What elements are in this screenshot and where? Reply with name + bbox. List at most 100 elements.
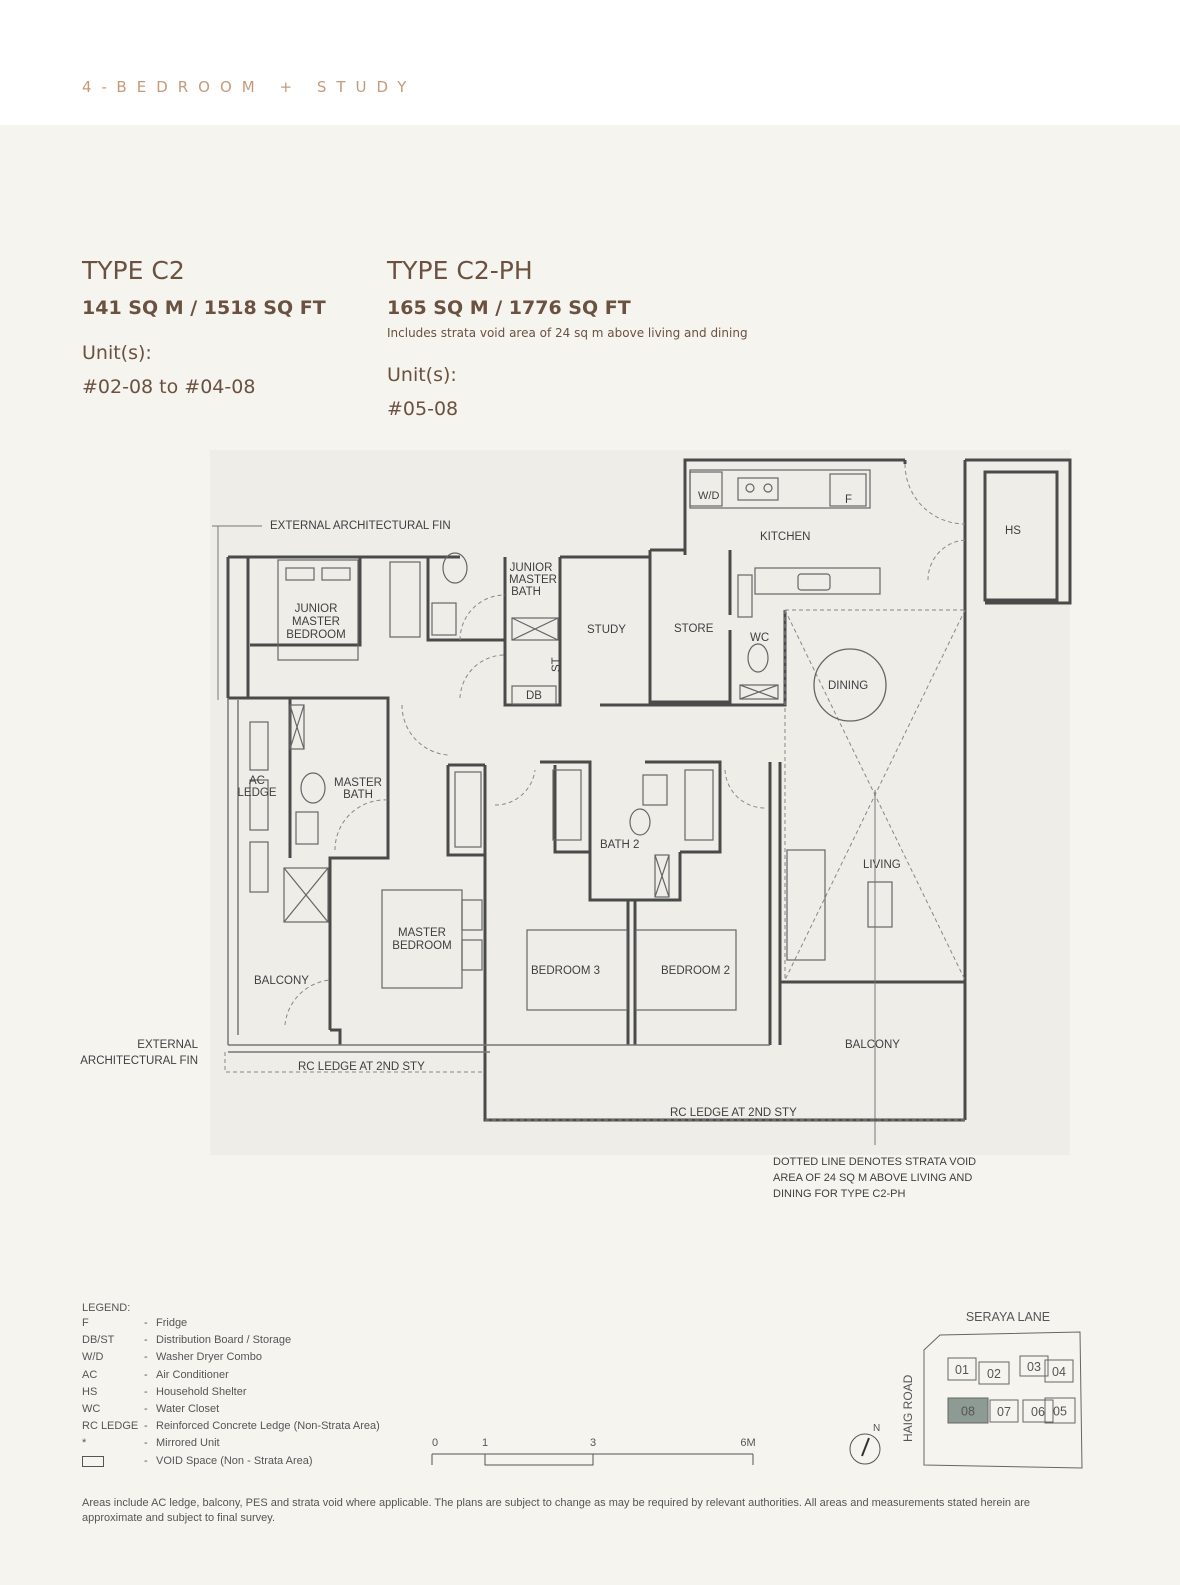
legend-dash: - xyxy=(144,1420,148,1433)
bedroom3-label: BEDROOM 3 xyxy=(531,965,600,977)
legend-key: * xyxy=(82,1437,87,1450)
legend-dash: - xyxy=(144,1402,148,1415)
study-label: STUDY xyxy=(587,624,626,636)
haig-road-label: HAIG ROAD xyxy=(901,1374,915,1442)
keyplan-unit-label: 04 xyxy=(1052,1365,1066,1379)
fin-leader-line xyxy=(212,525,262,700)
legend-dash: - xyxy=(144,1351,148,1364)
legend-row: RC LEDGE-Reinforced Concrete Ledge (Non-… xyxy=(82,1420,380,1437)
north-compass xyxy=(849,1433,881,1465)
keyplan-unit-label: 07 xyxy=(997,1405,1011,1419)
wc-label: WC xyxy=(750,632,769,644)
header-band xyxy=(0,0,1180,125)
scale-line xyxy=(431,1453,754,1466)
legend-desc: Washer Dryer Combo xyxy=(156,1351,262,1364)
master-bedroom-label-1: MASTER xyxy=(398,927,446,939)
keyplan-unit-label: 06 xyxy=(1031,1405,1045,1419)
ac-ledge-label-2: LEDGE xyxy=(238,787,277,799)
legend-key: RC LEDGE xyxy=(82,1420,139,1433)
legend-key xyxy=(82,1455,144,1472)
legend-dash: - xyxy=(144,1368,148,1381)
keyplan-unit-box xyxy=(1022,1399,1054,1423)
dining-label: DINING xyxy=(828,680,868,692)
keyplan-unit-box xyxy=(1044,1397,1076,1424)
plan-fixtures xyxy=(249,469,893,1011)
legend-desc: Mirrored Unit xyxy=(156,1437,220,1450)
st-label: ST xyxy=(551,657,563,672)
seraya-lane-label: SERAYA LANE xyxy=(966,1310,1050,1324)
wd-label: W/D xyxy=(698,490,719,502)
type-c2ph-units-label: Unit(s): xyxy=(387,364,457,386)
page-kicker: 4-BEDROOM + STUDY xyxy=(82,78,417,96)
scale-bar: 0 1 3 6M xyxy=(431,1437,756,1466)
legend-row: -VOID Space (Non - Strata Area) xyxy=(82,1455,380,1472)
type-c2-area: 141 SQ M / 1518 SQ FT xyxy=(82,297,326,319)
type-c2ph-title: TYPE C2-PH xyxy=(387,256,533,285)
keyplan-unit-box xyxy=(947,1397,989,1424)
type-c2ph-note: Includes strata void area of 24 sq m abo… xyxy=(387,326,748,340)
floor-plan: EXTERNAL ARCHITECTURAL FIN W/D F KITCHEN… xyxy=(80,450,1072,1200)
legend-dash: - xyxy=(144,1317,148,1329)
bath2-label: BATH 2 xyxy=(600,839,639,851)
scale-tick-0: 0 xyxy=(432,1437,438,1449)
legend-row: AC-Air Conditioner xyxy=(82,1369,380,1386)
void-space-icon xyxy=(82,1455,104,1467)
void-note-2: AREA OF 24 SQ M ABOVE LIVING AND xyxy=(773,1172,972,1184)
legend-row: W/D-Washer Dryer Combo xyxy=(82,1351,380,1368)
type-c2-units-label: Unit(s): xyxy=(82,342,152,364)
keyplan-unit-box xyxy=(1019,1355,1049,1377)
db-label: DB xyxy=(526,690,542,702)
scale-tick-3: 3 xyxy=(590,1437,596,1449)
keyplan-unit-label: 02 xyxy=(987,1367,1001,1381)
household-shelter xyxy=(983,470,1059,602)
balcony-left-label: BALCONY xyxy=(254,975,309,987)
legend-dash: - xyxy=(144,1385,148,1398)
jm-bath-label-3: BATH xyxy=(511,586,541,598)
legend-desc: Reinforced Concrete Ledge (Non-Strata Ar… xyxy=(156,1420,380,1433)
fridge-label: F xyxy=(845,494,852,506)
fin-bottom-label-1: EXTERNAL xyxy=(137,1039,198,1051)
store-label: STORE xyxy=(674,623,714,635)
legend-dash: - xyxy=(144,1334,148,1347)
balcony-right-label: BALCONY xyxy=(845,1039,900,1051)
fin-bottom-label-2: ARCHITECTURAL FIN xyxy=(80,1055,198,1067)
legend-desc: VOID Space (Non - Strata Area) xyxy=(156,1454,313,1467)
hs-label: HS xyxy=(1005,525,1021,537)
legend-row: * -Mirrored Unit xyxy=(82,1437,380,1454)
fin-top-label: EXTERNAL ARCHITECTURAL FIN xyxy=(270,520,451,532)
type-c2ph-area: 165 SQ M / 1776 SQ FT xyxy=(387,297,631,319)
legend-desc: Fridge xyxy=(156,1317,188,1329)
keyplan-unit-label: 08 xyxy=(961,1405,975,1419)
scale-tick-6: 6M xyxy=(740,1437,755,1449)
keyplan-unit-box xyxy=(1044,1359,1074,1383)
legend-row: F -Fridge xyxy=(82,1317,380,1334)
north-arrow-icon xyxy=(861,1437,870,1457)
master-bath-label-2: BATH xyxy=(343,789,373,801)
type-c2ph-units-value: #05-08 xyxy=(387,398,459,420)
legend-dash: - xyxy=(144,1454,148,1467)
legend-key: HS xyxy=(82,1385,98,1398)
jmb-label-2: MASTER xyxy=(292,616,340,628)
rc-ledge-left-label: RC LEDGE AT 2ND STY xyxy=(298,1061,425,1073)
legend-key: DB/ST xyxy=(82,1334,115,1347)
legend-key: F xyxy=(82,1317,89,1329)
legend-row: WC-Water Closet xyxy=(82,1403,380,1420)
legend-dash: - xyxy=(144,1437,148,1450)
legend-key: WC xyxy=(82,1402,101,1415)
jm-bath-label-2: MASTER xyxy=(509,574,557,586)
void-note-3: DINING FOR TYPE C2-PH xyxy=(773,1188,905,1200)
site-boundary xyxy=(923,1331,1083,1469)
master-bath-label-1: MASTER xyxy=(334,777,382,789)
jm-bath-label-1: JUNIOR xyxy=(510,562,553,574)
dining-table xyxy=(813,648,887,722)
ac-ledge-label-1: AC xyxy=(249,775,265,787)
keyplan-unit-label: 03 xyxy=(1027,1360,1041,1374)
plan-labels: EXTERNAL ARCHITECTURAL FIN W/D F KITCHEN… xyxy=(80,490,1021,1200)
legend-desc: Distribution Board / Storage xyxy=(156,1334,292,1347)
master-bedroom-label-2: BEDROOM xyxy=(392,940,451,952)
kitchen-label: KITCHEN xyxy=(760,531,810,543)
